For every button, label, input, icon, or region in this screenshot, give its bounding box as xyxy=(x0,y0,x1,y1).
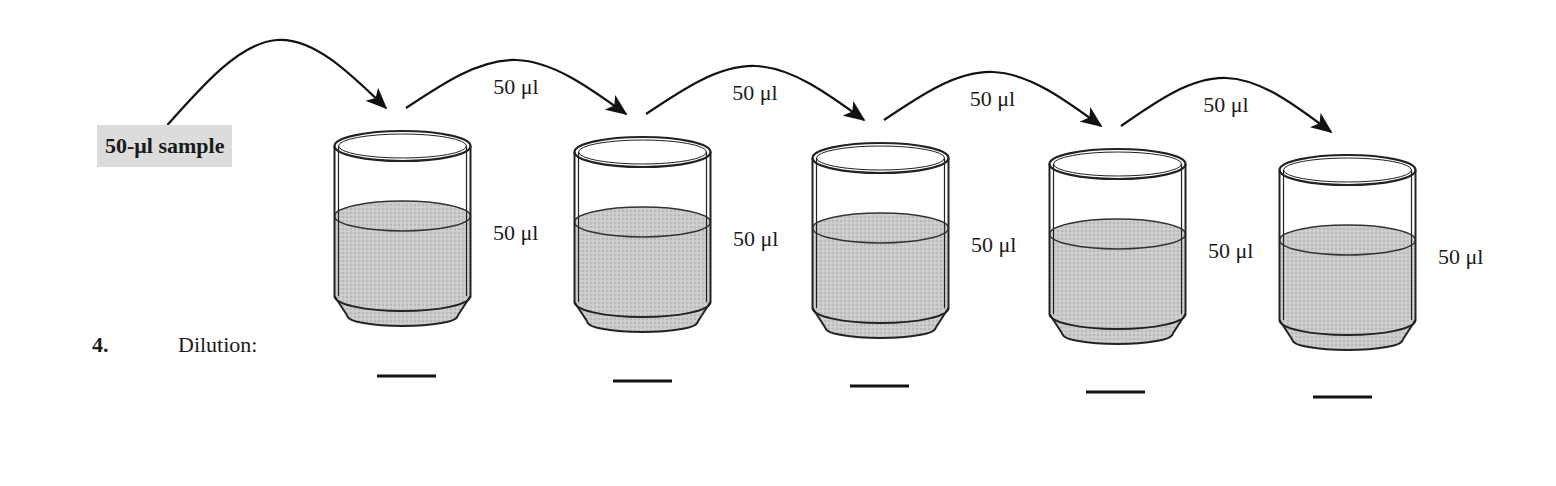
dilution-cup: 50 μl xyxy=(570,114,782,334)
sample-label: 50-μl sample xyxy=(105,133,224,159)
transfer-volume: 50 μl xyxy=(730,80,779,106)
answer-blank xyxy=(377,375,436,378)
volume-label: 50 μl xyxy=(733,226,778,252)
answer-blank xyxy=(1086,391,1145,394)
volume-label: 50 μl xyxy=(1208,238,1253,264)
transfer-arrow xyxy=(167,40,386,125)
sample-box: 50-μl sample xyxy=(97,125,232,167)
volume-label: 50 μl xyxy=(1438,244,1483,270)
dilution-cup: 50 μl xyxy=(808,120,1020,340)
answer-blank xyxy=(850,385,909,388)
answer-blank xyxy=(613,380,672,383)
transfer-arrow xyxy=(406,60,626,114)
transfer-volume: 50 μl xyxy=(968,86,1017,112)
transfer-arrow xyxy=(884,72,1101,126)
transfer-arrow xyxy=(1121,78,1331,132)
dilution-cup: 50 μl xyxy=(1275,132,1487,352)
transfer-arrow xyxy=(646,66,864,120)
cup-drawing xyxy=(808,140,953,340)
cup-drawing xyxy=(1045,146,1190,346)
transfer-volume: 50 μl xyxy=(1201,92,1250,118)
volume-label: 50 μl xyxy=(493,220,538,246)
answer-blank xyxy=(1313,396,1372,399)
volume-label: 50 μl xyxy=(971,232,1016,258)
cup-drawing xyxy=(570,134,715,334)
dilution-cup: 50 μl xyxy=(330,108,542,328)
cup-drawing xyxy=(1275,152,1420,352)
row-label: Dilution: xyxy=(178,332,257,358)
question-number: 4. xyxy=(92,332,109,358)
transfer-volume: 50 μl xyxy=(491,74,540,100)
cup-drawing xyxy=(330,128,475,328)
dilution-cup: 50 μl xyxy=(1045,126,1257,346)
